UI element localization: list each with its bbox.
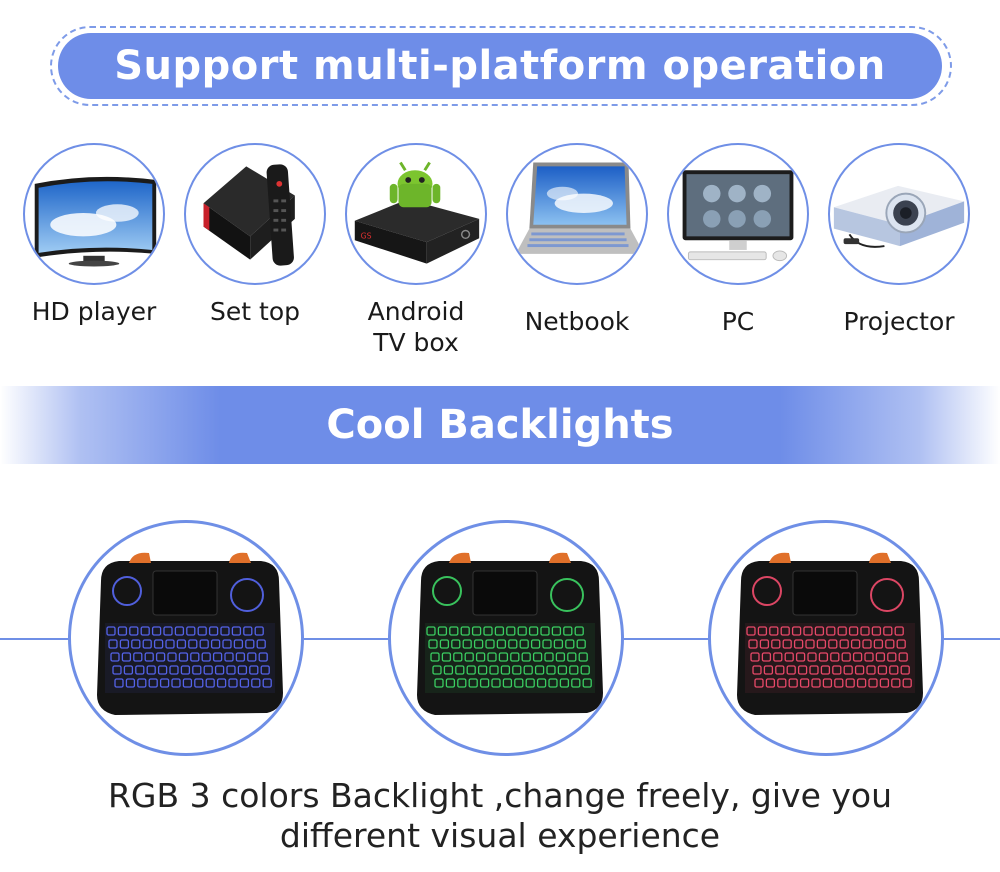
backlights-title: Cool Backlights: [326, 402, 674, 448]
keyboard-keys: [106, 626, 272, 688]
banner-dashed-border: [50, 26, 952, 106]
dpad-left-icon: [752, 576, 782, 606]
tv-icon: [23, 143, 165, 285]
platform-label-netbook: Netbook: [524, 307, 630, 336]
set-top-box-icon: [184, 143, 326, 285]
dpad-right-icon: [870, 578, 904, 612]
svg-text:GS: GS: [361, 231, 372, 240]
dpad-left-icon: [112, 576, 142, 606]
banner-title: Support multi-platform operation: [114, 43, 886, 89]
divider-line: [624, 638, 710, 640]
platform-label-set-top: Set top: [210, 297, 300, 326]
divider-line: [944, 638, 1000, 640]
projector-icon: [828, 143, 970, 285]
platform-label-projector: Projector: [843, 307, 955, 336]
netbook-icon: [506, 143, 648, 285]
platform-label-android-tv-box: Android TV box: [336, 296, 496, 358]
backlights-band: Cool Backlights: [0, 386, 1000, 464]
dpad-right-icon: [550, 578, 584, 612]
divider-line: [0, 638, 70, 640]
pc-icon: [667, 143, 809, 285]
keyboard-keys: [426, 626, 592, 688]
dpad-left-icon: [432, 576, 462, 606]
keyboard-green-backlight-image: [388, 520, 624, 756]
keyboard-keys: [746, 626, 912, 688]
keyboard-blue-backlight-image: [68, 520, 304, 756]
android-tv-box-icon: GS: [345, 143, 487, 285]
platform-label-pc: PC: [721, 307, 755, 336]
dpad-right-icon: [230, 578, 264, 612]
caption: RGB 3 colors Backlight ,change freely, g…: [0, 776, 1000, 856]
banner: Support multi-platform operation: [58, 33, 942, 99]
caption-line-2: different visual experience: [279, 816, 721, 855]
platform-label-hd-player: HD player: [31, 297, 157, 326]
platform-label-tv-box: TV box: [373, 328, 459, 357]
platform-label-android: Android: [367, 297, 465, 326]
divider-line: [304, 638, 390, 640]
keyboard-red-backlight-image: [708, 520, 944, 756]
caption-line-1: RGB 3 colors Backlight ,change freely, g…: [107, 776, 893, 815]
